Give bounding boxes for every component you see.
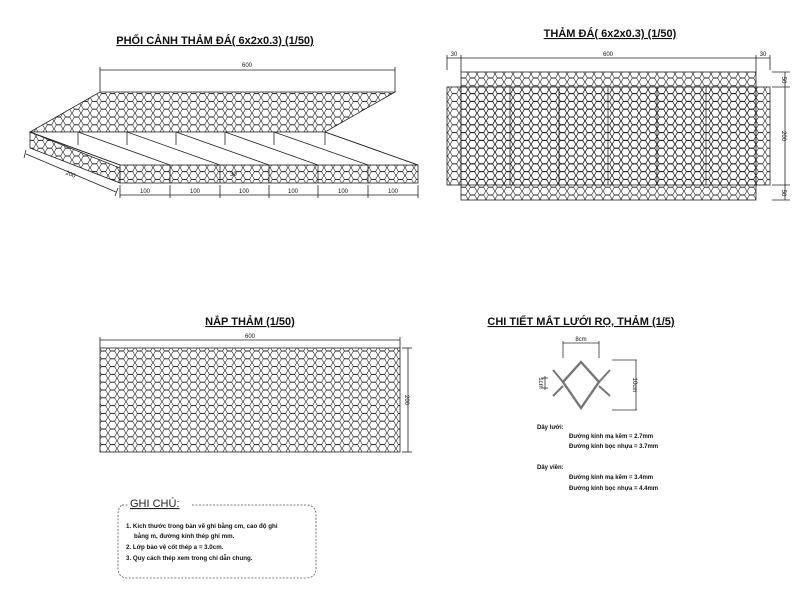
plan-top-dim: 50 [780,77,786,84]
segment-dim: 100 [288,189,299,195]
mesh-wire-label: Dây lưới: [537,425,564,431]
note-item: 3. Quy cách thép xem trong chỉ dẫn chung… [126,555,253,562]
notes-title: GHI CHÚ: [130,497,180,510]
edge-wire-spec: Đường kính mạ kẽm = 3.4mm [569,475,653,481]
lid-width-dim: 200 [403,395,409,406]
plan-width-dim: 200 [780,131,786,142]
mesh-twist-dim: 1cm [537,377,543,388]
edge-wire-spec: Đường kính bọc nhựa = 4.4mm [569,486,658,492]
perspective-title: PHỐI CẢNH THẢM ĐÁ( 6x2x0.3) (1/50) [116,33,314,47]
plan-right-dim: 30 [760,52,767,58]
edge-wire-label: Dây viền: [537,465,564,471]
note-item: bằng m, đường kính thép ghi mm. [134,533,235,540]
plan-bottom-dim: 50 [780,190,786,197]
mesh-height-dim: 10cm [631,378,637,393]
segment-dim: 100 [140,189,151,195]
mesh-width-dim: 8cm [575,337,586,343]
segment-dim: 100 [388,189,399,195]
plan-view: THẢM ĐÁ( 6x2x0.3) (1/50) 30 600 30 50 20… [446,27,790,201]
plan-left-dim: 30 [451,52,458,58]
segment-dim: 100 [338,189,349,195]
mesh-wire-spec: Đường kính bọc nhựa = 3.7mm [569,444,658,450]
plan-length-dim: 600 [603,52,614,58]
perspective-width-dim: 200 [65,170,77,180]
segment-dim: 100 [190,189,201,195]
mesh-wire-spec: Đường kính mạ kẽm = 2.7mm [569,434,653,440]
lid-view: NẮP THẢM (1/50) 600 200 [99,315,412,453]
perspective-length-dim: 600 [242,63,253,69]
mesh-detail: CHI TIẾT MẮT LƯỚI RỌ, THẢM (1/5) 8cm 1cm… [487,315,675,492]
plan-title: THẢM ĐÁ( 6x2x0.3) (1/50) [544,27,677,40]
mesh-detail-title: CHI TIẾT MẮT LƯỚI RỌ, THẢM (1/5) [487,315,675,328]
perspective-height-dim: 30 [230,172,237,178]
lid-length-dim: 600 [245,334,256,340]
lid-title: NẮP THẢM (1/50) [205,315,295,328]
note-item: 1. Kích thước trong bản vẽ ghi bằng cm, … [126,523,278,530]
notes-box: GHI CHÚ: 1. Kích thước trong bản vẽ ghi … [117,497,317,579]
note-item: 2. Lớp bảo vệ cốt thép a = 3.0cm. [126,544,224,551]
perspective-view: PHỐI CẢNH THẢM ĐÁ( 6x2x0.3) (1/50) 600 3… [23,33,419,198]
segment-dim: 100 [239,189,250,195]
